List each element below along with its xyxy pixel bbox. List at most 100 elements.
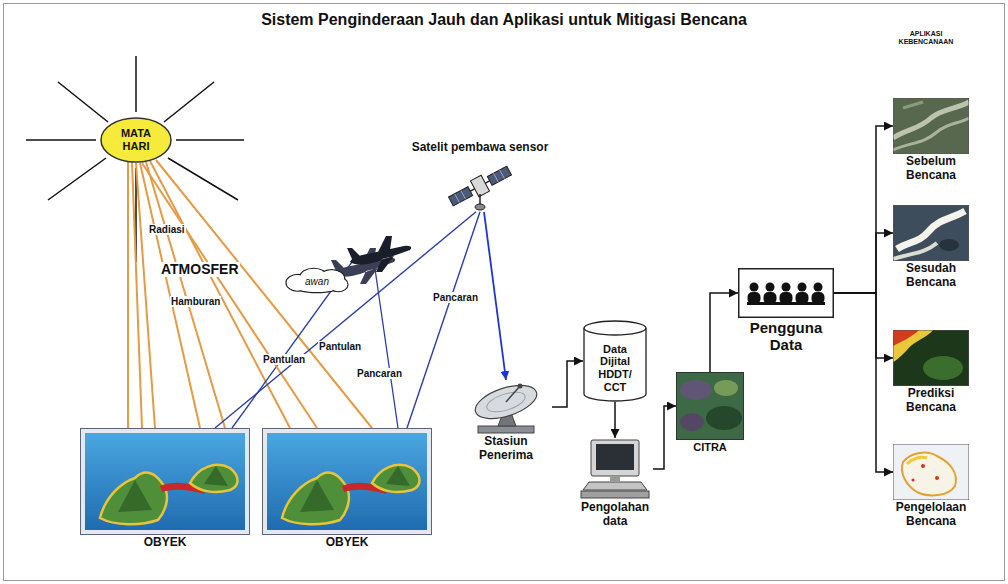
island xyxy=(100,473,167,525)
island xyxy=(372,465,420,492)
citra-picture xyxy=(676,372,744,440)
hazard-zone xyxy=(893,330,933,362)
point-mark xyxy=(912,479,915,482)
computer-base xyxy=(581,491,649,498)
image-border xyxy=(893,205,969,261)
dish-bowl xyxy=(471,380,541,425)
terrain-band xyxy=(893,118,969,150)
image-patch xyxy=(714,380,738,396)
cylinder-top xyxy=(584,321,646,335)
branch-arrow xyxy=(834,293,893,358)
hazard-zone xyxy=(893,330,919,346)
app2-picture xyxy=(893,330,969,386)
people-base xyxy=(747,302,825,305)
node-caption: OBYEK xyxy=(80,535,250,551)
cylinder-body xyxy=(584,328,646,401)
app0-picture xyxy=(893,98,969,154)
sun-node: MATA HARI xyxy=(100,117,172,163)
flow-arrow xyxy=(710,293,738,372)
node-text: awan xyxy=(305,276,329,288)
image-patch xyxy=(680,380,712,400)
solar-panel xyxy=(487,166,511,185)
users-picture xyxy=(738,268,834,318)
users-box xyxy=(739,269,834,318)
branch-arrow xyxy=(834,233,893,293)
isle-picture xyxy=(262,428,432,535)
receiving-station: Stasiun Penerima xyxy=(460,380,552,464)
person-head xyxy=(798,283,807,292)
processing-computer: Pengolahan data xyxy=(577,438,653,530)
sea xyxy=(85,433,245,530)
node-caption: Sebelum Bencana xyxy=(893,154,969,184)
image-frame xyxy=(263,429,432,535)
radiation-ray xyxy=(142,163,317,428)
image-frame xyxy=(81,429,250,535)
node-caption: Stasiun Penerima xyxy=(460,434,552,464)
flow-label: Radiasi xyxy=(148,224,186,235)
node-caption: Pengolahan data xyxy=(577,500,653,530)
application-image: Pengelolaan Bencana xyxy=(893,444,969,530)
sun-disc xyxy=(101,118,171,162)
reflection-line xyxy=(215,212,476,428)
flow-label: Pantulan xyxy=(318,341,362,352)
flow-label: Pantulan xyxy=(262,354,306,365)
node-caption: OBYEK xyxy=(262,535,432,551)
dark-patch xyxy=(939,239,959,251)
data-users: Pengguna Data xyxy=(738,268,834,355)
cloud-node: awan xyxy=(284,266,350,294)
node-caption: Sesudah Bencana xyxy=(893,261,969,291)
mountain xyxy=(300,480,334,512)
vegetation-patch xyxy=(923,356,963,380)
sat-picture xyxy=(445,156,515,212)
branch-arrow xyxy=(834,293,893,472)
emission-line xyxy=(407,212,480,428)
flow-label: Hamburan xyxy=(170,296,221,307)
monitor-stand xyxy=(610,476,620,481)
image-border xyxy=(893,98,969,154)
island xyxy=(282,473,349,525)
isle-picture xyxy=(80,428,250,535)
airplane-icon xyxy=(347,236,411,272)
node-caption: CITRA xyxy=(676,440,744,455)
application-image: Sesudah Bencana xyxy=(893,205,969,291)
mountain xyxy=(118,480,152,512)
dish-feed xyxy=(506,386,520,402)
data-storage: Data Dijital HDDT/ CCT xyxy=(583,320,647,402)
diagram-title: Sistem Penginderaan Jauh dan Aplikasi un… xyxy=(0,11,1008,29)
image-ground xyxy=(893,98,969,154)
keyboard xyxy=(583,482,647,490)
application-image: Prediksi Bencana xyxy=(893,330,969,416)
radiation-ray xyxy=(136,163,155,428)
node-text: Data Dijital HDDT/ CCT xyxy=(589,343,641,394)
island-scene xyxy=(267,433,427,530)
terrain-band xyxy=(903,102,923,108)
person-head xyxy=(782,283,791,292)
node-caption: Pengguna Data xyxy=(738,318,834,355)
satellite xyxy=(447,162,514,209)
image-patch xyxy=(680,413,704,431)
island xyxy=(190,465,238,492)
solar-panel xyxy=(449,187,473,206)
image-border xyxy=(677,373,744,440)
app3-picture xyxy=(893,444,969,500)
flow-arrow xyxy=(614,402,616,438)
image-ground xyxy=(676,372,744,440)
point-mark xyxy=(921,464,925,468)
branch-arrow xyxy=(834,126,893,293)
node-caption: Prediksi Bencana xyxy=(893,386,969,416)
zone-line xyxy=(907,457,927,464)
image-ground xyxy=(893,330,969,386)
dish-picture xyxy=(460,380,552,434)
flow-label: Pancaran xyxy=(356,368,403,379)
flow-label: Pancaran xyxy=(432,292,479,303)
person-head xyxy=(814,283,823,292)
monitor xyxy=(591,440,639,476)
app1-picture xyxy=(893,205,969,261)
image-ground xyxy=(893,205,969,261)
point-mark xyxy=(935,476,939,480)
image-node: CITRA xyxy=(676,372,744,455)
image-border xyxy=(893,444,969,500)
satellite-body xyxy=(470,175,489,197)
antenna-dish xyxy=(475,204,485,210)
image-border xyxy=(893,330,969,386)
